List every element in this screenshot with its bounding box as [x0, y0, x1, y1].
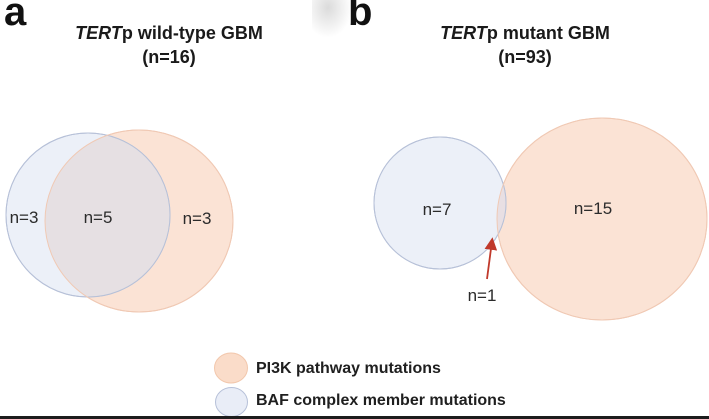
venn-b-pi3k-circle	[496, 117, 708, 321]
panel-b-title-text: p mutant GBM	[486, 23, 610, 43]
panel-b-title-count: (n=93)	[498, 47, 552, 68]
scan-smudge-artifact	[312, 0, 352, 38]
venn-b-baf-outline	[373, 136, 507, 270]
venn-b-overlap-count: n=1	[467, 286, 497, 305]
legend-baf-swatch-icon	[215, 387, 248, 417]
panel-a-title-line1: TERTp wild-type GBM	[54, 21, 284, 45]
venn-a-baf-only-count: n=3	[9, 208, 39, 227]
venn-b-pi3k-outline	[496, 117, 708, 321]
panel-b-letter: b	[348, 0, 373, 34]
venn-a-pi3k-outline	[44, 129, 234, 313]
panel-a-gene-name: TERT	[75, 23, 122, 43]
panel-b-title: TERTp mutant GBM (n=93)	[410, 21, 640, 70]
panel-b-title-line1: TERTp mutant GBM	[410, 21, 640, 45]
venn-a-pi3k-only-count: n=3	[182, 209, 212, 228]
overlap-annotation-arrow	[484, 237, 498, 280]
legend-pi3k-label: PI3K pathway mutations	[256, 360, 441, 377]
panel-a-title: TERTp wild-type GBM (n=16)	[54, 21, 284, 70]
venn-a-overlap-region	[45, 133, 170, 297]
venn-b-pi3k-only-count: n=15	[573, 199, 613, 218]
panel-a-letter: a	[4, 0, 27, 34]
legend-pi3k-swatch-icon	[214, 352, 248, 384]
venn-a-overlap-count: n=5	[83, 208, 113, 227]
panel-a-title-text: p wild-type GBM	[121, 23, 263, 43]
panel-b-gene-name: TERT	[440, 23, 487, 43]
venn-b-baf-only-count: n=7	[422, 200, 452, 219]
figure-bottom-rule	[0, 416, 709, 419]
legend-baf-label: BAF complex member mutations	[256, 392, 506, 409]
panel-a-title-count: (n=16)	[142, 47, 196, 68]
